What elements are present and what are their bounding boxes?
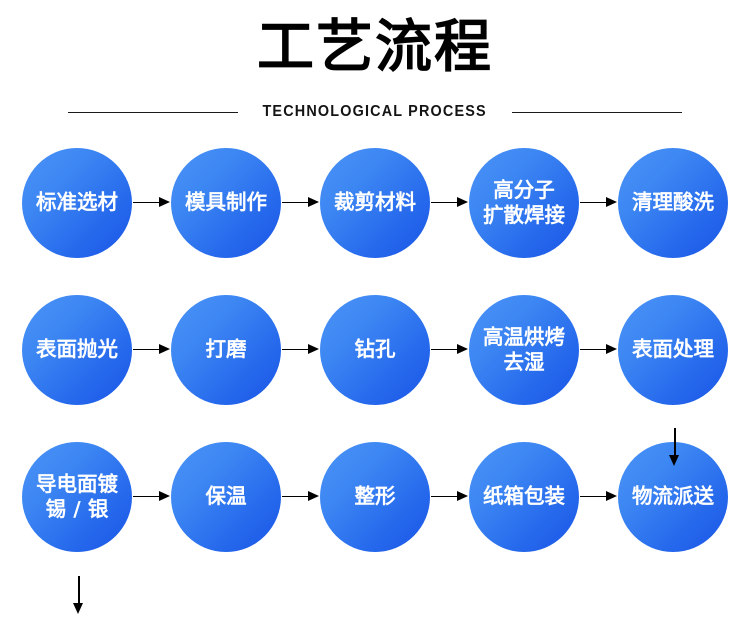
process-step-label: 物流派送 <box>632 484 714 509</box>
arrow-down-icon-row2-to-row3 <box>71 576 87 616</box>
arrow-right-icon <box>132 488 171 506</box>
flow-node-10[interactable]: 表面处理 <box>618 294 728 405</box>
flow-node-7[interactable]: 打磨 <box>171 294 281 405</box>
process-step-circle[interactable]: 表面处理 <box>618 294 728 405</box>
process-step-label: 模具制作 <box>185 190 267 215</box>
page-header: 工艺流程 TECHNOLOGICAL PROCESS <box>0 0 750 121</box>
flow-node-11[interactable]: 导电面镀 锡 / 银 <box>22 441 132 552</box>
process-step-circle[interactable]: 标准选材 <box>22 147 132 258</box>
process-step-circle[interactable]: 裁剪材料 <box>320 147 430 258</box>
process-step-label: 表面抛光 <box>36 337 118 362</box>
flow-node-8[interactable]: 钻孔 <box>320 294 430 405</box>
process-step-label: 导电面镀 锡 / 银 <box>36 471 118 521</box>
flow-node-4[interactable]: 高分子 扩散焊接 <box>469 147 579 258</box>
subtitle-rule-right <box>511 111 683 113</box>
page-title: 工艺流程 <box>257 14 493 80</box>
arrow-right-icon <box>132 341 171 359</box>
process-step-circle[interactable]: 钻孔 <box>320 294 430 405</box>
process-flow-diagram: 标准选材 模具制作 裁剪材料 高分子 扩散焊接 清理酸洗 <box>0 129 750 615</box>
flow-row-2: 表面抛光 打磨 钻孔 高温烘烤 去湿 表面处理 <box>0 276 750 423</box>
process-step-circle[interactable]: 保温 <box>171 441 281 552</box>
process-step-circle[interactable]: 高温烘烤 去湿 <box>469 294 579 405</box>
arrow-right-icon <box>430 194 469 212</box>
process-step-label: 钻孔 <box>354 337 396 362</box>
arrow-right-icon <box>281 488 320 506</box>
process-step-label: 表面处理 <box>632 337 714 362</box>
process-step-label: 高分子 扩散焊接 <box>483 177 565 227</box>
arrow-right-icon <box>281 341 320 359</box>
process-step-label: 标准选材 <box>36 190 118 215</box>
process-step-label: 保温 <box>205 484 247 509</box>
process-step-circle[interactable]: 整形 <box>320 441 430 552</box>
flow-node-3[interactable]: 裁剪材料 <box>320 147 430 258</box>
page-subtitle: TECHNOLOGICAL PROCESS <box>262 103 488 121</box>
arrow-right-icon <box>579 341 618 359</box>
process-step-circle[interactable]: 高分子 扩散焊接 <box>469 147 579 258</box>
process-step-circle[interactable]: 表面抛光 <box>22 294 132 405</box>
process-step-label: 清理酸洗 <box>632 190 714 215</box>
flow-row-3: 导电面镀 锡 / 银 保温 整形 纸箱包装 物流派送 <box>0 423 750 570</box>
flow-node-2[interactable]: 模具制作 <box>171 147 281 258</box>
process-step-label: 整形 <box>354 484 396 509</box>
process-step-label: 高温烘烤 去湿 <box>483 324 565 374</box>
arrow-right-icon <box>281 194 320 212</box>
process-step-circle[interactable]: 导电面镀 锡 / 银 <box>22 441 132 552</box>
process-step-label: 纸箱包装 <box>483 484 565 509</box>
subtitle-rule-left <box>68 111 239 113</box>
arrow-right-icon <box>430 341 469 359</box>
arrow-down-icon-row1-to-row2 <box>667 428 683 468</box>
process-step-circle[interactable]: 清理酸洗 <box>618 147 728 258</box>
arrow-right-icon <box>579 488 618 506</box>
process-step-label: 打磨 <box>205 337 247 362</box>
arrow-right-icon <box>430 488 469 506</box>
flow-node-6[interactable]: 表面抛光 <box>22 294 132 405</box>
flow-node-1[interactable]: 标准选材 <box>22 147 132 258</box>
flow-node-5[interactable]: 清理酸洗 <box>618 147 728 258</box>
flow-node-12[interactable]: 保温 <box>171 441 281 552</box>
process-step-circle[interactable]: 纸箱包装 <box>469 441 579 552</box>
flow-node-9[interactable]: 高温烘烤 去湿 <box>469 294 579 405</box>
process-step-circle[interactable]: 模具制作 <box>171 147 281 258</box>
arrow-right-icon <box>132 194 171 212</box>
flow-node-14[interactable]: 纸箱包装 <box>469 441 579 552</box>
process-step-circle[interactable]: 打磨 <box>171 294 281 405</box>
flow-row-1: 标准选材 模具制作 裁剪材料 高分子 扩散焊接 清理酸洗 <box>0 129 750 276</box>
flow-node-13[interactable]: 整形 <box>320 441 430 552</box>
process-step-label: 裁剪材料 <box>334 190 416 215</box>
subtitle-row: TECHNOLOGICAL PROCESS <box>0 103 750 121</box>
arrow-right-icon <box>579 194 618 212</box>
